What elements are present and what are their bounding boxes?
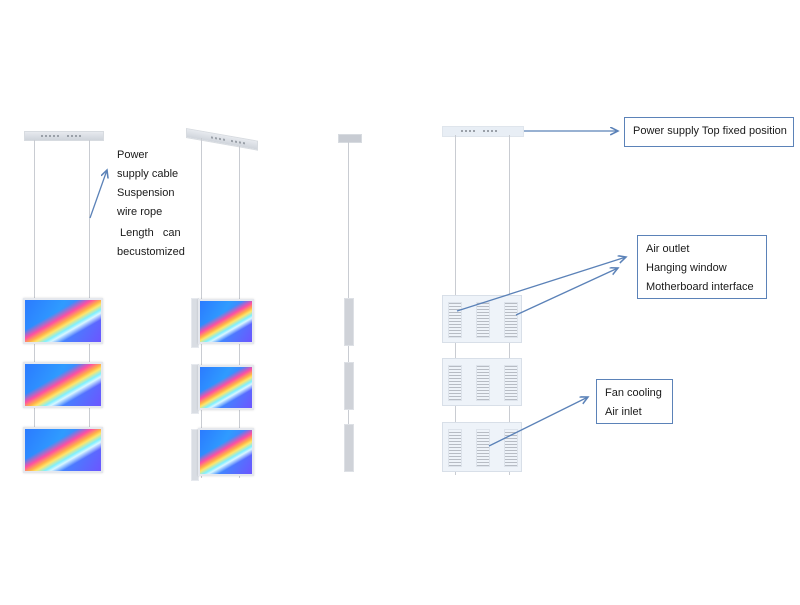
callout-top-text: Power supply Top fixed position	[633, 125, 787, 137]
angled-screen-3	[198, 428, 254, 476]
callout-middle-line-3: Motherboard interface	[646, 281, 754, 293]
callout-fan-cooling: Fan cooling Air inlet	[596, 379, 673, 424]
back-panel-2	[442, 358, 522, 406]
side-panel-3	[344, 424, 354, 472]
arrow-cable	[89, 170, 107, 219]
annotation-line-5: Length can	[117, 227, 181, 239]
annotation-line-4: wire rope	[117, 206, 163, 218]
front-screen-1	[23, 298, 103, 344]
callout-bottom-line-1: Fan cooling	[605, 387, 662, 399]
back-panel-3	[442, 422, 522, 472]
annotation-line-6: becustomized	[117, 246, 185, 258]
arrow-air-outlet-2	[515, 268, 618, 316]
side-panel-1	[344, 298, 354, 346]
front-screen-2	[23, 362, 103, 408]
angled-screen-1	[198, 299, 254, 344]
callout-middle-line-1: Air outlet	[646, 243, 690, 255]
annotation-line-3: Suspension	[117, 187, 175, 199]
side-top-cap	[338, 134, 362, 143]
side-panel-2	[344, 362, 354, 410]
callout-air-outlet: Air outlet Hanging window Motherboard in…	[637, 235, 767, 299]
angled-screen-2	[198, 365, 254, 410]
arrow-fan-cooling	[488, 397, 588, 447]
callout-middle-line-2: Hanging window	[646, 262, 727, 274]
front-top-bar	[24, 131, 104, 141]
arrow-air-outlet-1	[456, 257, 626, 312]
back-top-bar	[442, 126, 524, 137]
annotation-line-1: Power	[117, 149, 149, 161]
annotation-line-2: supply cable	[117, 168, 179, 180]
callout-bottom-line-2: Air inlet	[605, 406, 642, 418]
callout-top-fixed: Power supply Top fixed position	[624, 117, 794, 147]
front-screen-3	[23, 427, 103, 473]
